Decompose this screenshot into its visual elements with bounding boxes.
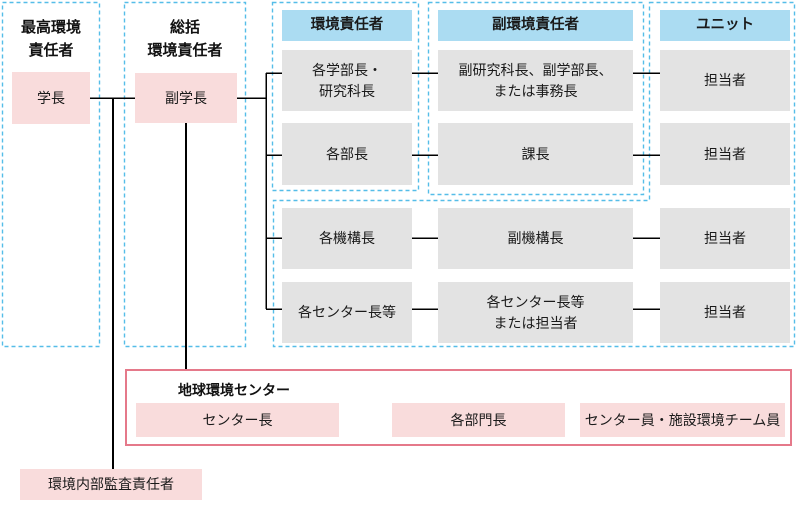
environment-center-title: 地球環境センター	[178, 382, 290, 398]
group-title-top-env-officer: 最高環境 責任者	[20, 19, 81, 60]
node-center-members: センター員・施設環境チーム員	[580, 403, 785, 437]
header-env-officer: 環境責任者	[282, 10, 412, 41]
node-organization-heads: 各機構長	[282, 208, 412, 269]
node-deputy-organization-heads: 副機構長	[438, 208, 633, 269]
group-title-general-env-officer: 総括 環境責任者	[147, 19, 223, 60]
group-border-env-officer-column	[271, 1, 420, 192]
node-department-heads: 各部長	[282, 123, 412, 185]
node-center-heads-or-staff: 各センター長等 または担当者	[438, 282, 633, 343]
header-deputy-env-officer: 副環境責任者	[438, 10, 633, 41]
node-staff-row4: 担当者	[660, 282, 790, 343]
node-division-heads: 各部門長	[392, 403, 565, 437]
node-staff-row3: 担当者	[660, 208, 790, 269]
node-staff-row1: 担当者	[660, 50, 790, 111]
node-vice-president: 副学長	[135, 73, 237, 123]
node-staff-row2: 担当者	[660, 123, 790, 185]
group-border-top-env-officer	[1, 1, 101, 348]
node-center-heads: 各センター長等	[282, 282, 412, 343]
node-deputy-deans: 副研究科長、副学部長、 または事務長	[438, 50, 633, 111]
group-border-deputy-env-officer-column	[427, 1, 645, 196]
group-border-unit-and-lower-rows	[272, 1, 796, 348]
node-faculty-deans: 各学部長・ 研究科長	[282, 50, 412, 111]
node-center-head: センター長	[136, 403, 339, 437]
node-internal-audit-officer: 環境内部監査責任者	[20, 469, 202, 500]
node-section-chiefs: 課長	[438, 123, 633, 185]
header-unit: ユニット	[660, 10, 790, 41]
node-president: 学長	[12, 72, 90, 124]
